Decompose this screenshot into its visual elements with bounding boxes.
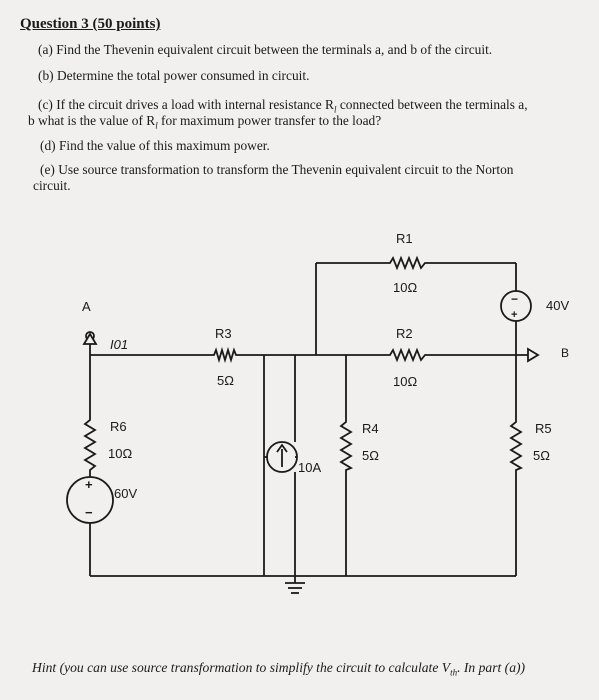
label-10a: 10A [298,460,321,475]
label-60v: 60V [114,486,137,501]
label-40v-plus: + [511,309,517,321]
part-c-text1: (c) If the circuit drives a load with in… [38,97,334,112]
r6-resistor-icon [83,417,97,475]
r2-resistor-icon [387,347,429,363]
part-c-line2: b what is the value of Rl for maximum po… [28,113,381,134]
part-b: (b) Determine the total power consumed i… [38,68,310,83]
label-60v-plus: + [85,477,93,492]
part-c-line1: (c) If the circuit drives a load with in… [38,97,528,118]
part-e-line2: circuit. [33,178,71,193]
label-r1-value: 10Ω [393,280,417,295]
voltage-source-60v-icon [66,476,114,524]
part-c-text4: for maximum power transfer to the load? [157,113,382,128]
part-a: (a) Find the Thevenin equivalent circuit… [38,42,493,57]
part-c-sub1: l [333,104,337,115]
r1-resistor-icon [387,255,429,271]
label-r2-value: 10Ω [393,374,417,389]
label-terminal-b: B [561,346,569,360]
part-c-text3: b what is the value of R [28,113,156,128]
label-r4-value: 5Ω [362,448,379,463]
label-r6: R6 [110,419,127,434]
label-r2: R2 [396,326,413,341]
question-heading: Question 3 (50 points) [20,16,161,32]
circuit-wires [89,262,528,583]
label-r5: R5 [535,421,552,436]
label-40v-minus: − [511,292,518,306]
label-r4: R4 [362,421,379,436]
r3-resistor-icon [212,346,238,364]
ground-icon [285,582,305,594]
r5-resistor-icon [509,419,524,473]
part-e-line1: (e) Use source transformation to transfo… [40,162,514,177]
label-terminal-a: A [82,299,91,314]
hint-sub: th [450,667,458,678]
hint-text-2: . In part (a)) [457,660,526,675]
label-current-i01: I01 [110,337,128,352]
hint-text-1: Hint (you can use source transformation … [32,660,451,675]
current-source-10a-icon [264,441,298,473]
part-c-sub2: l [155,120,158,131]
part-d: (d) Find the value of this maximum power… [40,138,270,153]
terminal-b [527,347,540,363]
terminal-a [82,331,98,345]
voltage-source-40v-icon [500,290,532,322]
label-r5-value: 5Ω [533,448,550,463]
hint-text: Hint (you can use source transformation … [32,660,525,678]
r4-resistor-icon [339,419,354,473]
label-r3-value: 5Ω [217,373,234,388]
part-c-text2: connected between the terminals a, [336,97,528,112]
label-r1: R1 [396,231,413,246]
label-40v: 40V [546,298,569,313]
label-r3: R3 [215,326,232,341]
label-60v-minus: − [85,505,93,520]
label-r6-value: 10Ω [108,446,132,461]
